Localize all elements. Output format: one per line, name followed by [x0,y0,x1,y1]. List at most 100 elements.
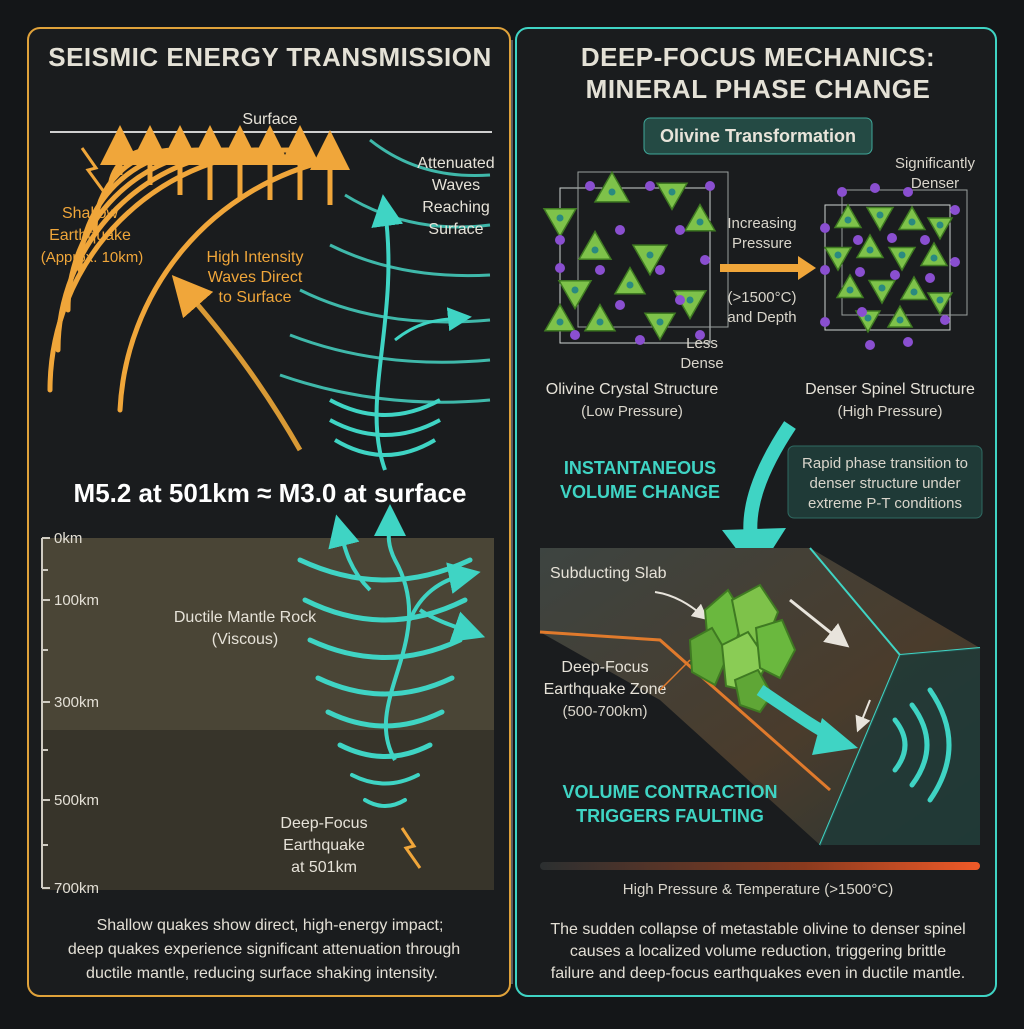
denser-top-2: Denser [911,175,959,192]
cation-atom [855,267,865,277]
deep-left-arrow [328,514,372,592]
silicate-tetrahedron [593,170,631,203]
cation-atom [695,330,705,340]
silicate-tetrahedron [833,203,863,229]
attenuated-focus-arcs [329,398,441,457]
cation-atom [857,307,867,317]
depth-scale [41,537,50,889]
attenuated-4: Surface [428,221,483,238]
silicate-tetrahedron [655,182,689,211]
silicon-atom [896,316,904,324]
cation-atom [887,233,897,243]
lower-mantle-band [42,730,494,890]
silicon-atom [936,296,944,304]
deep-focus-3: at 501km [291,859,357,876]
olivine-label-1: Olivine Crystal Structure [546,381,719,398]
silicate-tetrahedron [823,246,853,272]
silicate-tetrahedron [543,303,577,332]
cation-atom [555,235,565,245]
silicon-atom [626,281,634,289]
left-caption-1: Shallow quakes show direct, high-energy … [97,917,444,934]
silicon-atom [864,314,872,322]
arrow-label-3: (>1500°C) [728,289,797,306]
zone-pointer [659,659,691,691]
olivine-label-2: (Low Pressure) [581,403,683,420]
silicon-atom [844,216,852,224]
attenuated-3: Reaching [422,199,490,216]
attenuated-arrow [371,194,404,471]
info-box-2: denser structure under [810,475,961,492]
attenuated-1: Attenuated [417,155,494,172]
silicate-tetrahedron [897,205,927,231]
fault-motion-arrow [855,699,871,733]
right-caption-1: The sudden collapse of metastable olivin… [550,921,965,938]
cation-atom [820,317,830,327]
silicon-atom [596,318,604,326]
silicon-atom [668,188,676,196]
instant-label-2: VOLUME CHANGE [560,482,720,502]
deep-main-arrow [373,504,412,762]
silicon-atom [878,284,886,292]
silicate-tetrahedron [557,279,593,311]
silicate-tetrahedron [631,244,669,277]
contraction-label-2: TRIGGERS FAULTING [576,806,764,826]
cation-atom [615,300,625,310]
cation-atom [903,187,913,197]
silicate-tetrahedron [867,279,897,305]
cation-atom [675,225,685,235]
cation-atom [595,265,605,275]
zone-label-2: Earthquake Zone [544,681,667,698]
cation-atom [705,181,715,191]
cation-atom [837,187,847,197]
shallow-label-3: (Approx. 10km) [41,249,144,266]
deep-right-arrow-2 [418,608,486,642]
cation-atom [820,265,830,275]
right-title-2: MINERAL PHASE CHANGE [586,74,931,104]
slab-boundary [539,630,831,792]
cation-atom [675,295,685,305]
high-intensity-3: to Surface [219,289,292,306]
arrow-label-1: Increasing [727,215,796,232]
right-title-1: DEEP-FOCUS MECHANICS: [581,42,935,72]
zone-label-1: Deep-Focus [561,659,648,676]
high-intensity-2: Waves Direct [208,269,303,286]
left-title: SEISMIC ENERGY TRANSMISSION [48,42,492,72]
arrow-label-2: Pressure [732,235,792,252]
silicate-tetrahedron [577,229,613,261]
silicate-tetrahedron [919,241,949,267]
magnitude-equation: M5.2 at 501km ≈ M3.0 at surface [74,478,467,508]
cation-atom [635,335,645,345]
cation-atom [920,235,930,245]
olivine-badge [643,117,873,155]
olivine-badge-label: Olivine Transformation [660,126,856,146]
silicate-tetrahedron [835,273,865,299]
silicate-tetrahedron [865,206,895,232]
cation-atom [585,181,595,191]
silicon-atom [846,286,854,294]
silicon-atom [556,318,564,326]
cation-atom [903,337,913,347]
high-intensity-arrows [100,125,350,205]
shallow-quake-icon [80,147,106,193]
silicate-tetrahedron [613,266,647,295]
olivine-crystal-structure [542,170,729,345]
cation-atom [820,223,830,233]
depth-300km: 300km [54,694,99,711]
shallow-label-1: Shallow [62,205,118,222]
attenuated-side-arrow [394,307,472,342]
depth-700km: 700km [54,880,99,897]
shallow-label-2: Earthquake [49,227,131,244]
right-caption-2: causes a localized volume reduction, tri… [570,943,946,960]
spinel-label-1: Denser Spinel Structure [805,381,975,398]
arrow-label-4: and Depth [727,309,796,326]
deep-right-arrow [408,562,481,621]
cation-atom [555,263,565,273]
cation-atom [615,225,625,235]
silicon-atom [910,288,918,296]
denser-top-1: Significantly [895,155,976,172]
silicon-atom [936,221,944,229]
silicon-atom [696,218,704,226]
deep-focus-1: Deep-Focus [280,815,367,832]
deep-quake-icon [400,827,422,869]
